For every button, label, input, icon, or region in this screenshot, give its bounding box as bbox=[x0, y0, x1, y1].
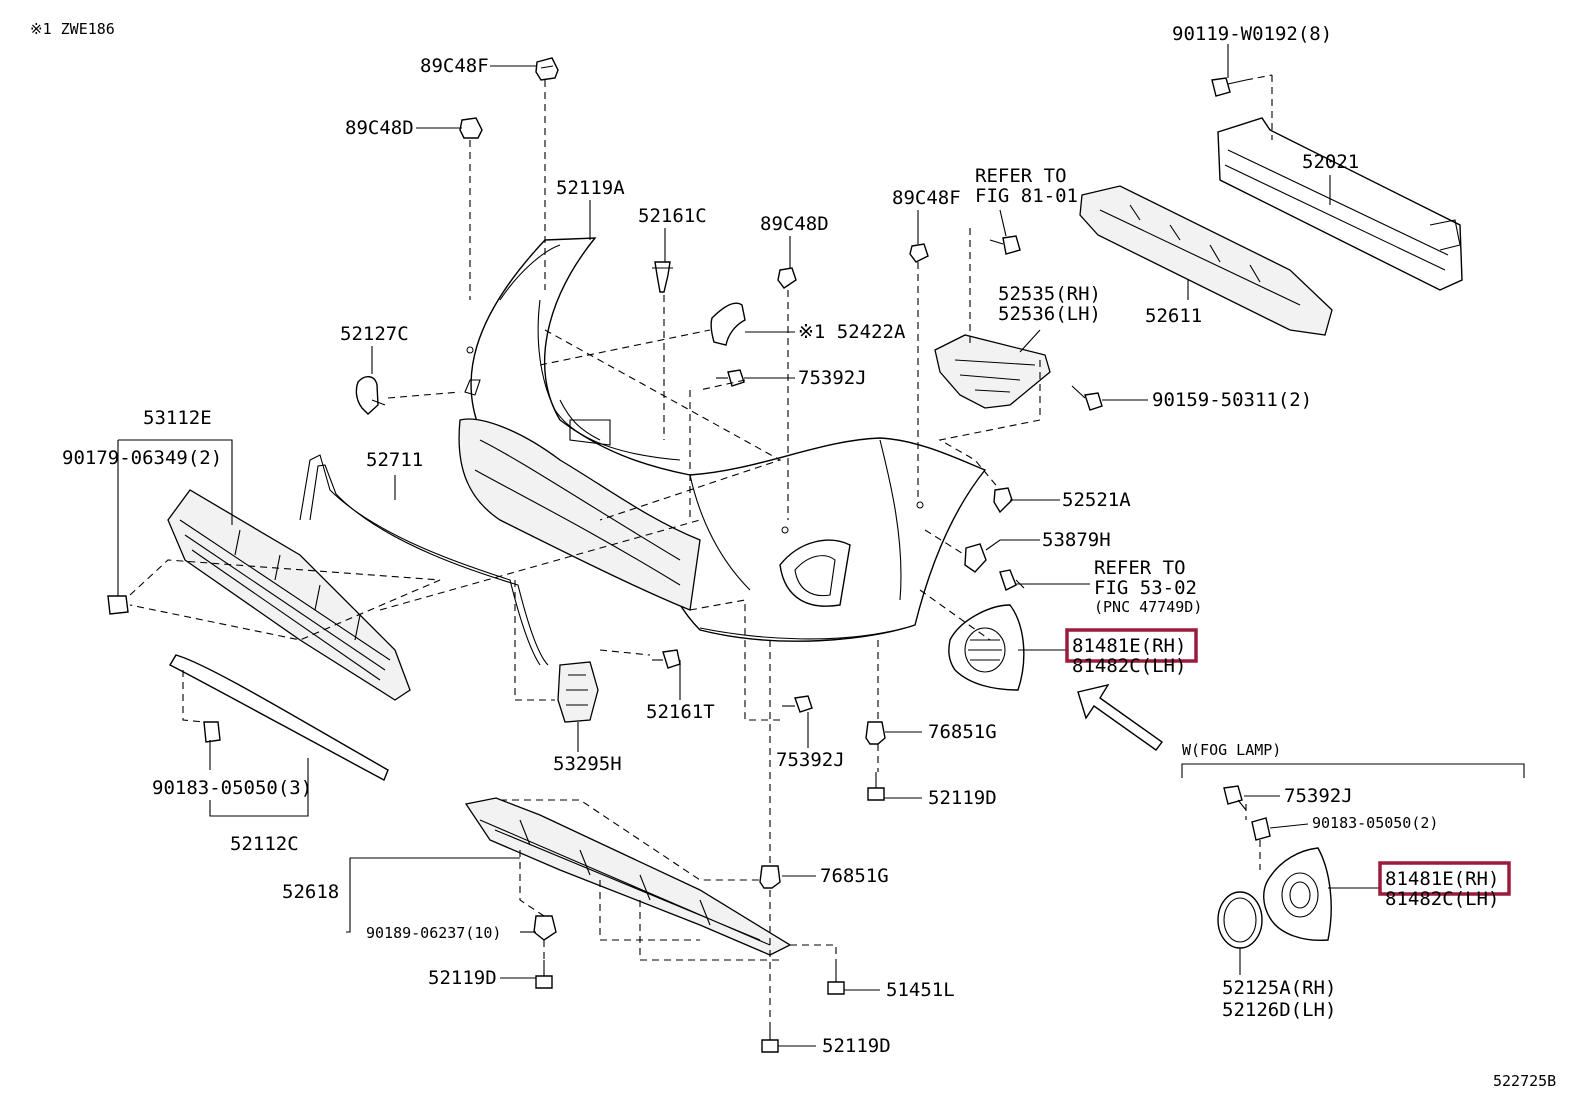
label-52711[interactable]: 52711 bbox=[366, 449, 423, 471]
label-52161c[interactable]: 52161C bbox=[638, 205, 707, 227]
clip-89c48f-right[interactable] bbox=[909, 243, 929, 263]
label-81481e-main[interactable]: 81481E(RH) bbox=[1072, 635, 1186, 657]
label-90119[interactable]: 90119-W0192(8) bbox=[1172, 23, 1332, 45]
label-90189[interactable]: 90189-06237(10) bbox=[366, 924, 501, 942]
label-refer-53-line1[interactable]: REFER TO bbox=[1094, 557, 1186, 579]
leader-lines bbox=[117, 44, 1380, 1047]
bracket-52422a[interactable] bbox=[710, 302, 746, 346]
label-81482c-inset[interactable]: 81482C(LH) bbox=[1385, 888, 1499, 910]
clip-89c48f-top[interactable] bbox=[535, 57, 559, 81]
label-refer-53-line2[interactable]: FIG 53-02 bbox=[1094, 577, 1197, 599]
label-53879h[interactable]: 53879H bbox=[1042, 529, 1111, 551]
clip-53879h[interactable] bbox=[964, 543, 987, 573]
clip-52161c[interactable] bbox=[652, 261, 673, 293]
fog-cover-main[interactable] bbox=[948, 604, 1025, 691]
label-52119d-mid[interactable]: 52119D bbox=[928, 787, 997, 809]
bolt-52119d-bottom[interactable] bbox=[761, 1024, 779, 1053]
label-52422a[interactable]: ※1 52422A bbox=[798, 321, 906, 343]
bracket-53295h[interactable] bbox=[557, 661, 599, 723]
highlight-box-main bbox=[1065, 628, 1198, 663]
bolt-90159[interactable] bbox=[1071, 385, 1103, 411]
clip-89c48d-left[interactable] bbox=[459, 117, 483, 139]
label-52112c[interactable]: 52112C bbox=[230, 833, 299, 855]
label-52119a[interactable]: 52119A bbox=[556, 177, 625, 199]
inset-fog-cover[interactable] bbox=[1263, 847, 1332, 942]
bolt-52119d-mid[interactable] bbox=[867, 772, 885, 801]
label-89c48d-mid[interactable]: 89C48D bbox=[760, 213, 829, 235]
label-52618[interactable]: 52618 bbox=[282, 881, 339, 903]
screw-75392j-low[interactable] bbox=[782, 695, 813, 713]
inset-screw-75392j[interactable] bbox=[1223, 785, 1247, 811]
label-refer-81-line2[interactable]: FIG 81-01 bbox=[975, 185, 1078, 207]
label-89c48f-right[interactable]: 89C48F bbox=[892, 187, 961, 209]
label-52611[interactable]: 52611 bbox=[1145, 305, 1202, 327]
assembly-lines bbox=[129, 74, 1273, 1024]
inset-title: W(FOG LAMP) bbox=[1182, 741, 1281, 759]
clip-52161t[interactable] bbox=[652, 649, 681, 669]
label-52536[interactable]: 52536(LH) bbox=[998, 303, 1101, 325]
label-90183-left[interactable]: 90183-05050(3) bbox=[152, 777, 312, 799]
note-label: ※1 ZWE186 bbox=[30, 20, 115, 38]
clip-90189[interactable] bbox=[533, 915, 557, 941]
cap-52127c[interactable] bbox=[355, 376, 386, 415]
bolt-52119d-left[interactable] bbox=[535, 960, 553, 989]
nut-90179[interactable] bbox=[107, 595, 129, 615]
undercover-52618[interactable] bbox=[464, 797, 792, 956]
inset-nut-90183[interactable] bbox=[1251, 817, 1271, 841]
label-52021[interactable]: 52021 bbox=[1302, 151, 1359, 173]
label-52127c[interactable]: 52127C bbox=[340, 323, 409, 345]
molding-52711[interactable] bbox=[299, 454, 549, 666]
bracket-52535[interactable] bbox=[934, 334, 1051, 409]
absorber-52611[interactable] bbox=[1079, 185, 1333, 336]
reinforcement-52021[interactable] bbox=[1217, 117, 1463, 291]
clip-76851g-top[interactable] bbox=[865, 721, 886, 745]
label-52161t[interactable]: 52161T bbox=[646, 701, 715, 723]
label-52535[interactable]: 52535(RH) bbox=[998, 283, 1101, 305]
label-81481e-inset[interactable]: 81481E(RH) bbox=[1385, 868, 1499, 890]
screw-75392j-top[interactable] bbox=[716, 369, 745, 387]
label-52126d[interactable]: 52126D(LH) bbox=[1222, 999, 1336, 1021]
label-52521a[interactable]: 52521A bbox=[1062, 489, 1131, 511]
figure-id: 522725B bbox=[1493, 1072, 1556, 1090]
label-89c48d-left[interactable]: 89C48D bbox=[345, 117, 414, 139]
label-81482c-main[interactable]: 81482C(LH) bbox=[1072, 655, 1186, 677]
bumper-cover[interactable] bbox=[458, 237, 987, 642]
highlight-box-inset bbox=[1378, 861, 1511, 896]
inset-ring-52125a[interactable] bbox=[1217, 891, 1263, 949]
direction-arrow bbox=[1077, 683, 1163, 751]
clip-89c48d-mid[interactable] bbox=[777, 267, 797, 289]
label-90179[interactable]: 90179-06349(2) bbox=[62, 447, 222, 469]
clip-52521a[interactable] bbox=[993, 487, 1013, 514]
label-76851g-low[interactable]: 76851G bbox=[820, 865, 889, 887]
label-75392j-top[interactable]: 75392J bbox=[798, 367, 867, 389]
label-75392j-inset[interactable]: 75392J bbox=[1284, 785, 1353, 807]
label-90159[interactable]: 90159-50311(2) bbox=[1152, 389, 1312, 411]
label-refer-81-line1[interactable]: REFER TO bbox=[975, 165, 1067, 187]
nut-90183-left[interactable] bbox=[203, 721, 221, 743]
clip-76851g-low[interactable] bbox=[759, 865, 781, 889]
label-89c48f-top[interactable]: 89C48F bbox=[420, 55, 489, 77]
label-76851g-top[interactable]: 76851G bbox=[928, 721, 997, 743]
label-52119d-bottom[interactable]: 52119D bbox=[822, 1035, 891, 1057]
bolt-51451l[interactable] bbox=[827, 966, 845, 995]
inset-bracket bbox=[1181, 763, 1525, 778]
grille-53112e[interactable] bbox=[167, 489, 411, 701]
label-52119d-left[interactable]: 52119D bbox=[428, 967, 497, 989]
bolt-refer-81[interactable] bbox=[989, 235, 1021, 255]
label-90183-inset[interactable]: 90183-05050(2) bbox=[1312, 814, 1438, 832]
label-51451l[interactable]: 51451L bbox=[886, 979, 955, 1001]
label-53112e[interactable]: 53112E bbox=[143, 407, 212, 429]
label-75392j-low[interactable]: 75392J bbox=[776, 749, 845, 771]
label-refer-53-line3[interactable]: (PNC 47749D) bbox=[1094, 598, 1202, 616]
label-53295h[interactable]: 53295H bbox=[553, 753, 622, 775]
molding-52112c[interactable] bbox=[169, 654, 389, 781]
bolt-90119[interactable] bbox=[1211, 77, 1247, 97]
bolt-refer-53[interactable] bbox=[999, 569, 1025, 591]
label-52125a[interactable]: 52125A(RH) bbox=[1222, 977, 1336, 999]
